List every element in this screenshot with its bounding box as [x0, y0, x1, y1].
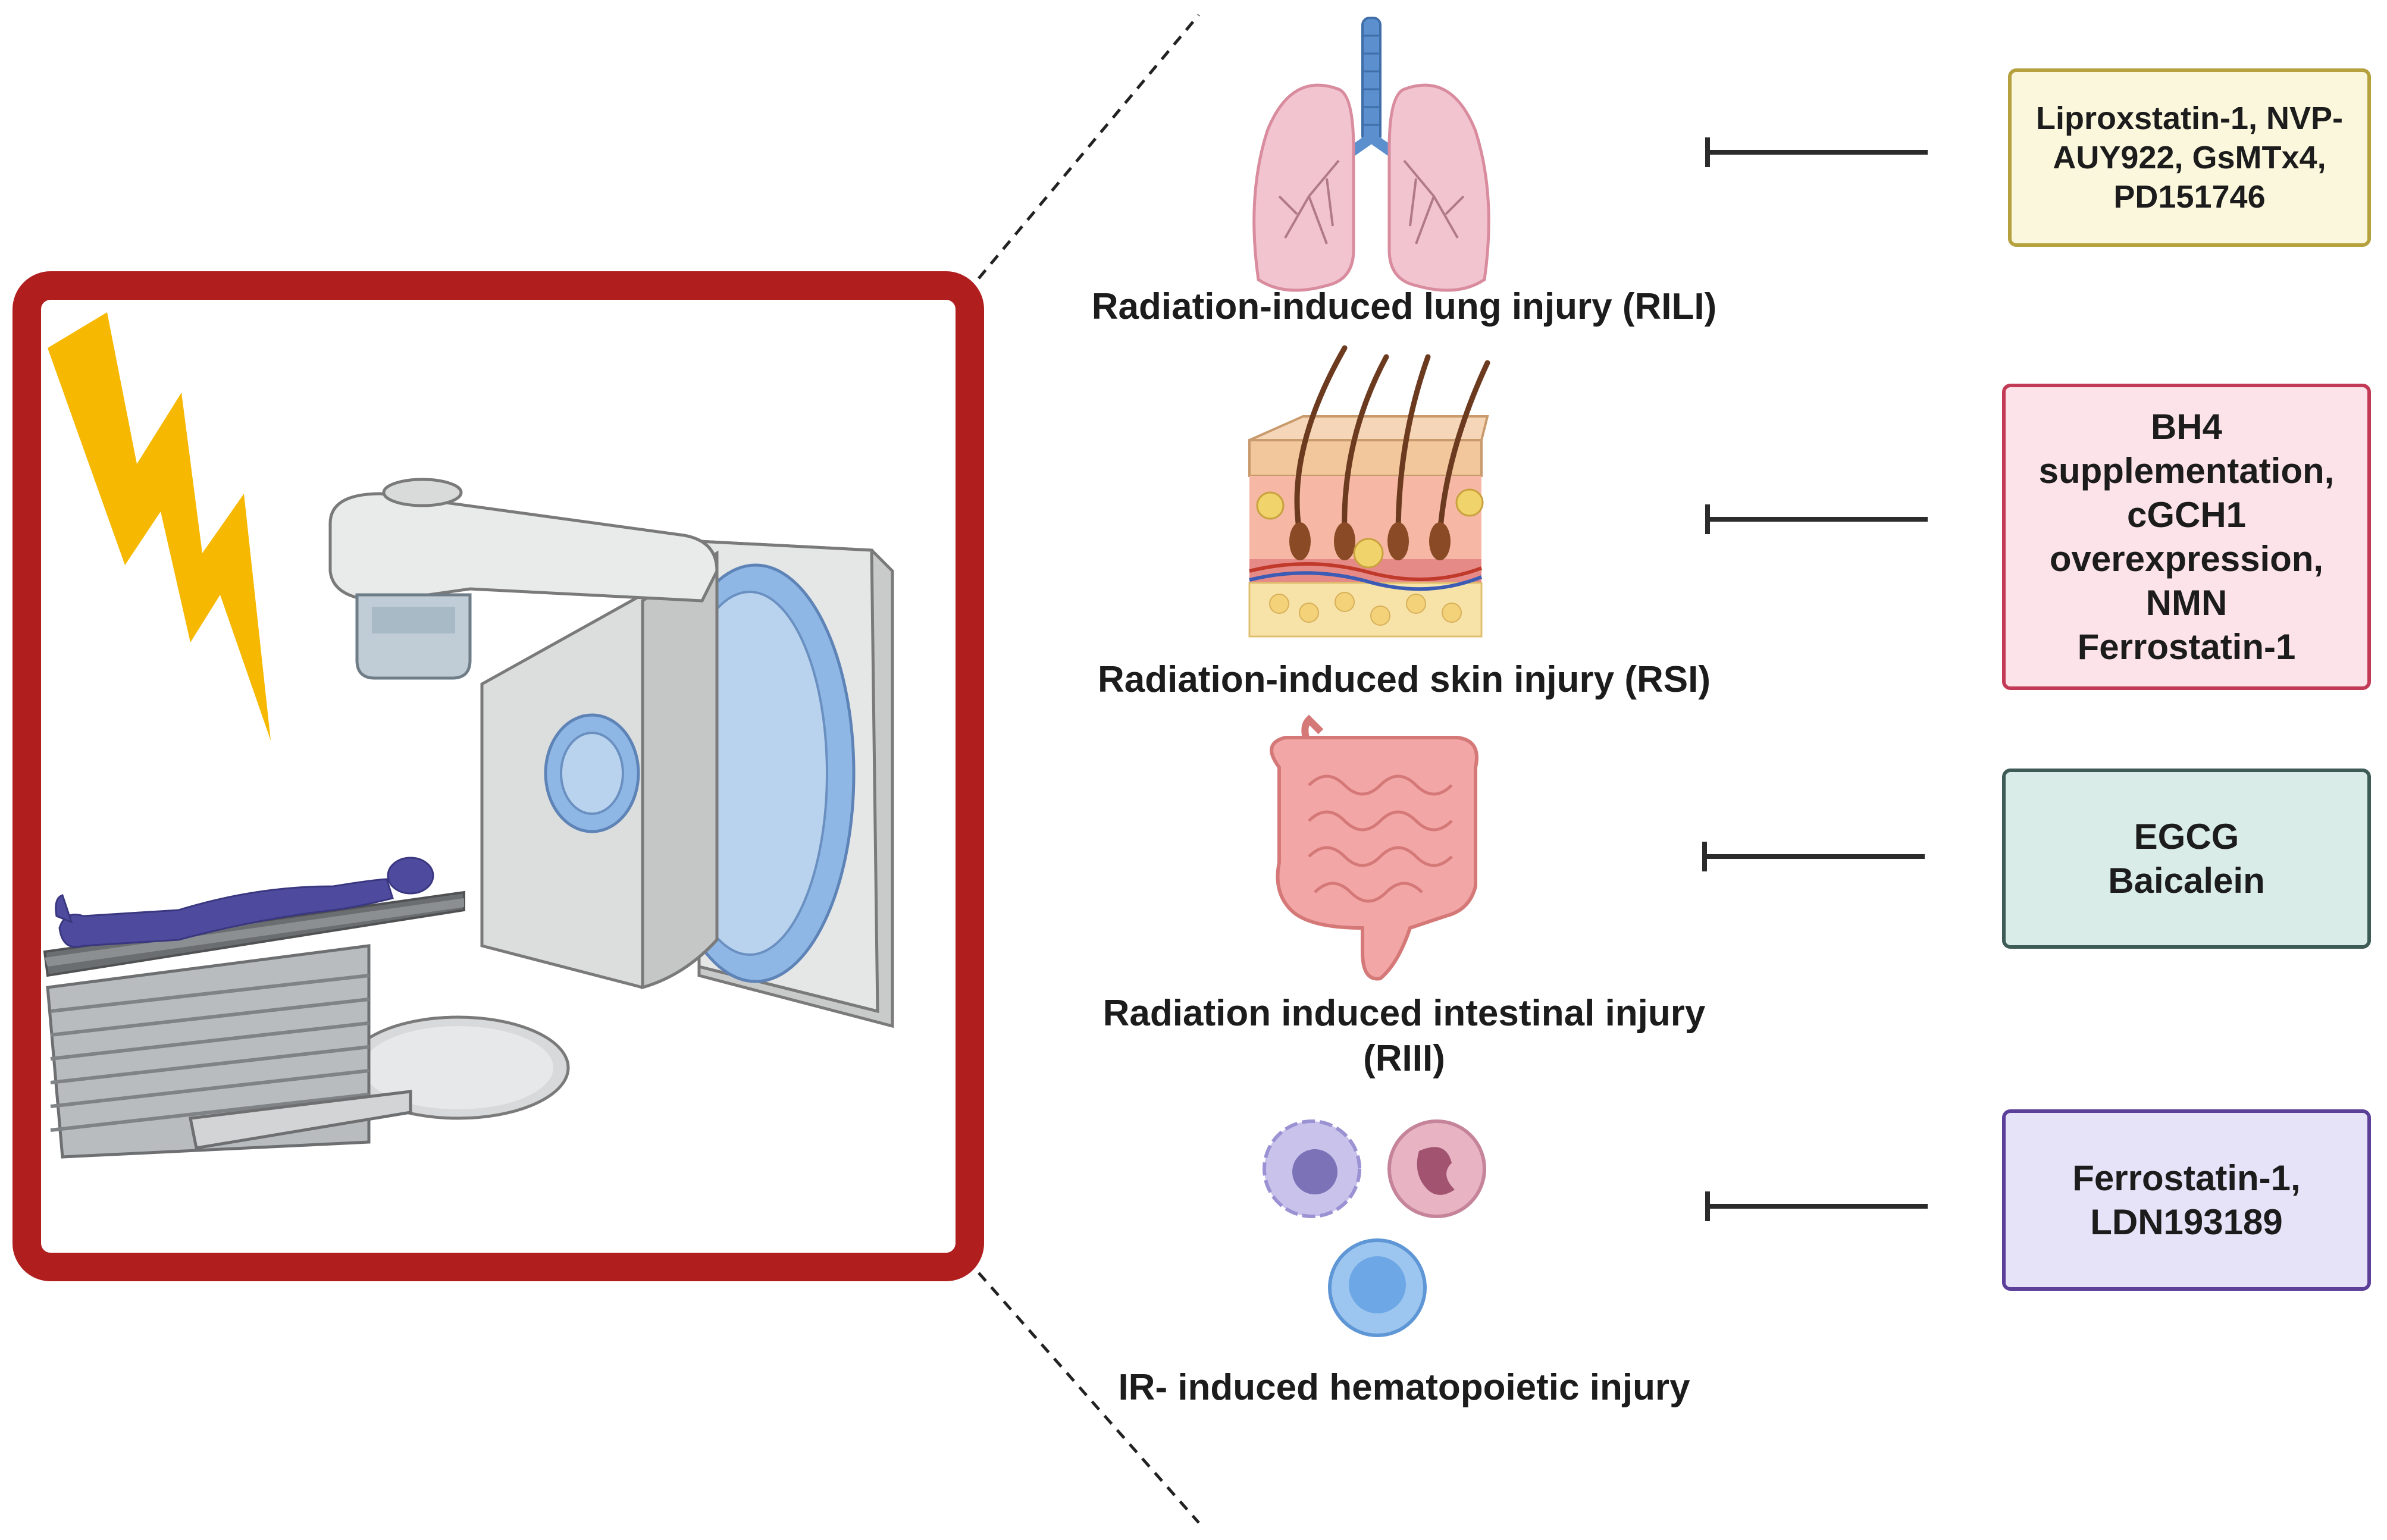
patient-icon	[55, 857, 434, 948]
treatment-text-lung: Liproxstatin-1, NVP- AUY922, GsMTx4, PD1…	[2035, 101, 2344, 215]
injury-label-skin: Radiation-induced skin injury (RSI)	[1098, 659, 1711, 700]
injury-label-lung: Radiation-induced lung injury (RILI)	[1091, 286, 1717, 327]
treatment-text-intestinal: EGCG Baicalein	[2108, 816, 2265, 901]
blood-cells-icon	[1263, 1119, 1486, 1337]
skin-section-icon	[1248, 345, 1490, 638]
treatment-text-skin: BH4 supplementation, cGCH1 overexpressio…	[2038, 406, 2335, 667]
treatment-text-hematopoietic: Ferrostatin-1, LDN193189	[2072, 1158, 2301, 1242]
lungs-icon	[1252, 17, 1490, 292]
linear-accelerator-icon	[43, 478, 894, 1159]
injury-label-hematopoietic: IR- induced hematopoietic injury	[1118, 1367, 1690, 1408]
treatment-box-lung: Liproxstatin-1, NVP- AUY922, GsMTx4, PD1…	[2008, 68, 2371, 247]
intestine-icon	[1270, 714, 1478, 981]
injury-label-intestinal: Radiation induced intestinal injury (RII…	[1102, 993, 1706, 1079]
treatment-box-hematopoietic: Ferrostatin-1, LDN193189	[2002, 1109, 2371, 1291]
inhibitor-lines	[1702, 137, 1928, 1221]
zoom-line-top	[978, 14, 1200, 280]
treatment-box-skin: BH4 supplementation, cGCH1 overexpressio…	[2002, 384, 2371, 690]
treatment-box-intestinal: EGCG Baicalein	[2002, 769, 2371, 949]
lightning-bolt-icon	[48, 312, 271, 741]
